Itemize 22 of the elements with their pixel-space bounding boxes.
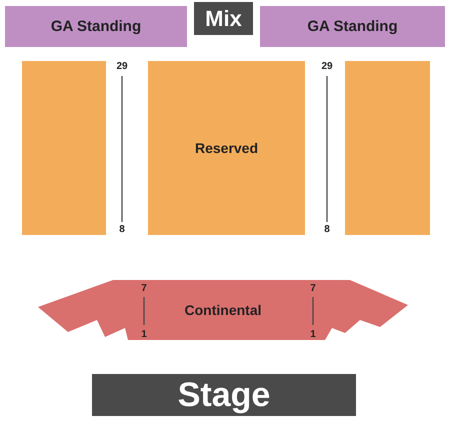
mix-booth — [194, 2, 253, 35]
seating-section — [148, 61, 305, 235]
section-label: Reserved — [194, 140, 258, 156]
row-number: 8 — [119, 225, 125, 235]
section-label: GA Standing — [307, 18, 398, 35]
row-number: 1 — [141, 330, 147, 340]
seating-section — [38, 280, 408, 340]
section-label: Mix — [205, 6, 242, 32]
stage — [92, 374, 356, 416]
section-label: Continental — [184, 302, 262, 318]
row-number: 7 — [310, 284, 316, 294]
row-number: 29 — [116, 62, 128, 72]
seating-section — [22, 61, 106, 235]
row-number: 7 — [141, 284, 147, 294]
standing-section — [260, 6, 445, 47]
standing-section — [5, 6, 187, 47]
row-number: 29 — [321, 62, 333, 72]
seating-section — [345, 61, 430, 235]
row-number: 1 — [310, 330, 316, 340]
section-label: Stage — [178, 376, 270, 414]
section-label: GA Standing — [50, 18, 142, 35]
row-number: 8 — [324, 225, 330, 235]
